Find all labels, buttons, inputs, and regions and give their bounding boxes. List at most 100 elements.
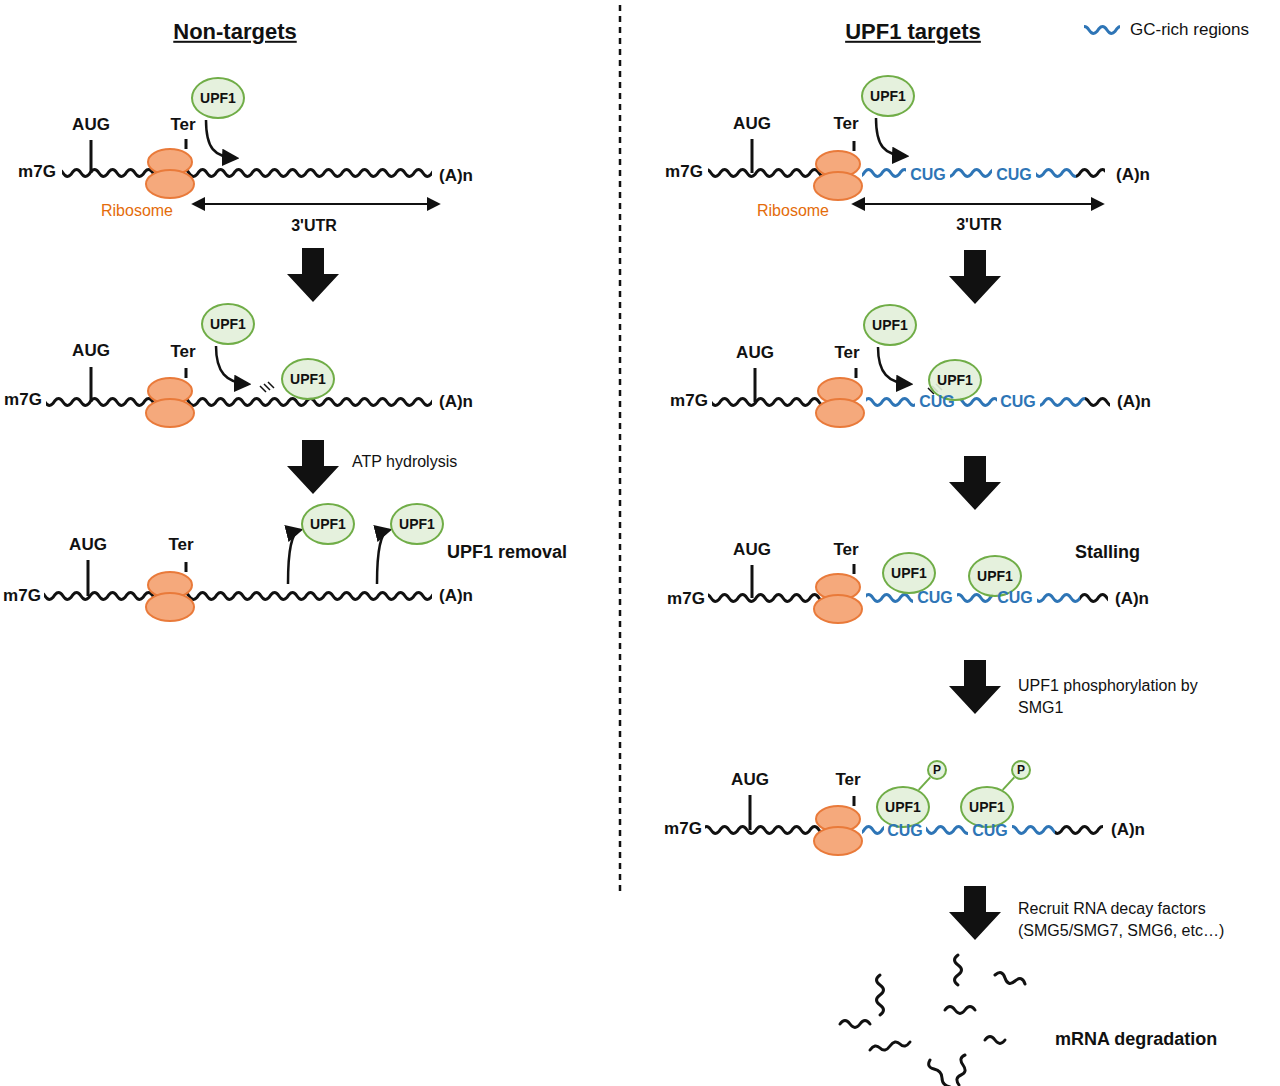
step-arrow-part [949, 886, 1001, 940]
mrna-strand-part [712, 396, 1110, 408]
outcome-label: Stalling [1075, 542, 1140, 564]
motif-label: CUG [996, 165, 1032, 184]
mrna-strand-part-part [1076, 167, 1105, 179]
polya-label: (A)n [1116, 165, 1150, 185]
start-codon-label: AUG [733, 540, 771, 560]
binding-arrow-part [878, 347, 910, 384]
legend-swatch [1084, 24, 1120, 36]
ribosome-part [814, 141, 862, 200]
protein-name: UPF1 [399, 516, 435, 532]
ribosome-part [146, 139, 194, 198]
ribosome-label: Ribosome [757, 201, 829, 220]
upf1-ellipse: UPF1 [882, 552, 936, 594]
start-codon-label: AUG [69, 535, 107, 555]
protein-name: UPF1 [937, 372, 973, 388]
rna-fragment-part [870, 1042, 910, 1050]
step-arrow-part [287, 440, 339, 494]
utr-span-arrow-part [854, 203, 1102, 205]
binding-arrow-part [377, 530, 389, 584]
mrna-strand-part-part [1036, 167, 1076, 179]
polya-label: (A)n [1111, 820, 1145, 840]
motif-label: CUG [997, 588, 1033, 607]
cap-label: m7G [670, 391, 708, 411]
binding-arrow [206, 118, 910, 584]
start-codon-tick-part [87, 560, 90, 596]
mrna-strand-part-part [44, 590, 432, 602]
step-label: ATP hydrolysis [352, 452, 457, 471]
ribosome-label: Ribosome [101, 201, 173, 220]
polya-label: (A)n [1115, 589, 1149, 609]
protein-name: UPF1 [885, 799, 921, 815]
mrna-strand-part-part [46, 396, 432, 408]
legend-text: GC-rich regions [1130, 20, 1249, 40]
motif-label: CUG [1000, 392, 1036, 411]
polya-label: (A)n [439, 166, 473, 186]
polya-label: (A)n [439, 392, 473, 412]
upf1-ellipse: UPF1 [876, 786, 930, 828]
rna-fragment-part [957, 1055, 965, 1085]
protein-name: UPF1 [969, 799, 1005, 815]
motif-label: CUG [887, 821, 923, 840]
mrna-strand-part-part [1037, 592, 1080, 604]
cap-label: m7G [664, 819, 702, 839]
binding-arrow-part [876, 118, 906, 156]
start-codon-tick-part [90, 140, 93, 173]
mrna-strand-part-part [862, 824, 884, 836]
utr-label: 3'UTR [956, 215, 1002, 234]
phosphate-text: P [1017, 763, 1025, 777]
protein-name: UPF1 [891, 565, 927, 581]
upf1-ellipse: UPF1 [863, 304, 917, 346]
upf1-ellipse: UPF1 [281, 358, 335, 400]
start-codon-label: AUG [72, 341, 110, 361]
motif-label: CUG [917, 588, 953, 607]
polya-label: (A)n [1117, 392, 1151, 412]
rna-fragment-part [995, 973, 1025, 984]
phosphate-link [919, 777, 931, 790]
outcome-label: UPF1 removal [447, 542, 567, 564]
cap-label: m7G [667, 589, 705, 609]
rna-fragment-part [840, 1021, 870, 1028]
step-arrow-part [949, 660, 1001, 714]
mrna-strand-part-part [1055, 824, 1103, 836]
panel-divider [619, 5, 622, 895]
motif-label: CUG [972, 821, 1008, 840]
utr-span-arrow [194, 203, 1102, 205]
ribosome-part [814, 796, 862, 855]
start-codon-tick [88, 139, 755, 830]
mrna-strand-part-part [1085, 396, 1110, 408]
stop-codon-label: Ter [833, 540, 858, 560]
phosphate-link [1003, 777, 1015, 790]
protein-name: UPF1 [290, 371, 326, 387]
binding-arrow-part [216, 346, 248, 384]
step-label: UPF1 phosphorylation by SMG1 [1018, 675, 1208, 720]
mrna-strand-part-part [926, 824, 968, 836]
translocation-hatch-part [260, 382, 274, 392]
start-codon-label: AUG [733, 114, 771, 134]
step-arrow [287, 248, 1001, 940]
panel-heading: UPF1 targets [845, 19, 981, 45]
rna-fragment-part [877, 975, 884, 1015]
upf1-ellipse: UPF1 [960, 786, 1014, 828]
utr-label: 3'UTR [291, 216, 337, 235]
start-codon-label: AUG [72, 115, 110, 135]
upf1-ellipse: UPF1 [390, 503, 444, 545]
mrna-strand-part-part [1080, 592, 1108, 604]
stop-codon-label: Ter [835, 770, 860, 790]
stop-codon-label: Ter [168, 535, 193, 555]
ribosome-part [146, 562, 194, 621]
cap-label: m7G [3, 586, 41, 606]
mrna-strand-part [44, 590, 432, 602]
mrna-strand-part-part [1012, 824, 1055, 836]
cap-label: m7G [665, 162, 703, 182]
step-label: Recruit RNA decay factors (SMG5/SMG7, SM… [1018, 898, 1278, 943]
mrna-strand-part-part [862, 167, 906, 179]
mrna-strand-part-part [62, 167, 432, 179]
mrna-strand-part-part [1040, 396, 1085, 408]
mrna-strand-part [708, 167, 1105, 179]
mrna-strand-part [46, 396, 432, 408]
protein-name: UPF1 [872, 317, 908, 333]
upf1-ellipse: UPF1 [301, 503, 355, 545]
ribosome-part [146, 368, 194, 427]
rna-fragment-part [929, 1060, 950, 1086]
